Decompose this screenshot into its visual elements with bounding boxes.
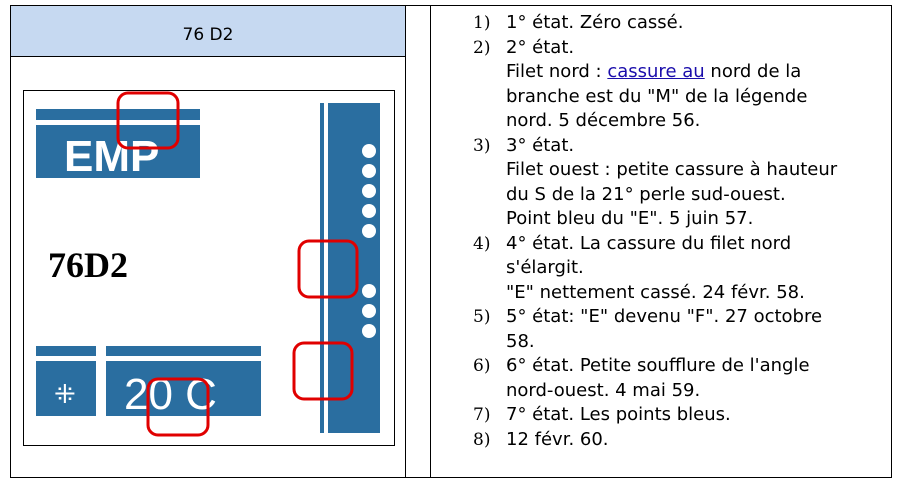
state-item: 2)2° état.Filet nord : cassure au nord d…: [473, 36, 837, 134]
state-text: 4° état. La cassure du filet nord: [506, 232, 792, 254]
state-number: 2): [473, 37, 491, 58]
state-text: 5° état: "E" devenu "F". 27 octobre: [506, 306, 823, 327]
stamp-legend-top: EMP: [64, 132, 159, 181]
state-item: 5) 5° état: "E" devenu "F". 27 octobre 58.: [473, 305, 837, 354]
state-text: branche est du "M" de la légende: [506, 85, 808, 107]
state-number: 5): [473, 307, 491, 327]
state-text: Filet nord : cassure au nord de la: [506, 60, 837, 85]
states-cell: 1)1° état. Zéro cassé.2)2° état.Filet no…: [431, 6, 891, 477]
spacer-column: [406, 6, 431, 477]
state-item: 4) 4° état. La cassure du filet nord s'éla…: [473, 232, 837, 306]
state-text: 3° état.: [506, 134, 575, 156]
state-number: 8): [473, 429, 491, 450]
state-item: 8) 12 févr. 60.: [473, 428, 837, 453]
plate-header: 76 D2: [11, 6, 405, 57]
state-number: 3): [473, 135, 491, 156]
state-text: 1° état. Zéro cassé.: [506, 12, 684, 33]
state-item: 1) 1° état. Zéro cassé.: [473, 11, 837, 36]
state-text: Filet ouest : petite cassure à hauteur: [506, 159, 838, 180]
state-text: 6° état. Petite soufflure de l'angle: [506, 355, 810, 376]
state-number: 7): [473, 405, 491, 425]
state-number: 1): [473, 13, 491, 33]
cassure-link[interactable]: cassure au: [607, 61, 705, 82]
svg-text:⁜: ⁜: [54, 380, 76, 410]
text: Filet nord :: [506, 61, 608, 82]
state-text: 58.: [506, 330, 535, 352]
state-text: nord-ouest. 4 mai 59.: [506, 379, 701, 401]
state-item: 7) 7° état. Les points bleus.: [473, 403, 837, 428]
plate-state-table: 76 D2 EMP 20 C ⁜: [10, 5, 892, 478]
stamp-legend-bottom: 20 C: [124, 370, 217, 419]
states-list: 1)1° état. Zéro cassé.2)2° état.Filet no…: [473, 11, 837, 452]
state-text: du S de la 21° perle sud-ouest.: [506, 183, 786, 205]
plate-title: 76 D2: [182, 25, 234, 45]
state-text: nord. 5 décembre 56.: [506, 110, 701, 131]
text: nord de la: [704, 61, 802, 82]
state-number: 6): [473, 356, 491, 376]
state-item: 6) 6° état. Petite soufflure de l'angle no…: [473, 354, 837, 403]
plate-label: 76D2: [48, 245, 128, 285]
stamp-detail-image: EMP 20 C ⁜ 76D2: [23, 90, 395, 446]
state-text: 2° état.: [506, 36, 575, 58]
state-number: 4): [473, 233, 491, 254]
state-text: Point bleu du "E". 5 juin 57.: [506, 208, 754, 229]
image-cell: 76 D2 EMP 20 C ⁜: [11, 6, 406, 477]
state-text: s'élargit.: [506, 257, 584, 278]
state-text: 7° état. Les points bleus.: [506, 404, 731, 425]
state-text: 12 févr. 60.: [506, 428, 609, 450]
state-text: "E" nettement cassé. 24 févr. 58.: [506, 281, 805, 303]
state-item: 3) 3° état. Filet ouest : petite cassure à…: [473, 134, 837, 232]
